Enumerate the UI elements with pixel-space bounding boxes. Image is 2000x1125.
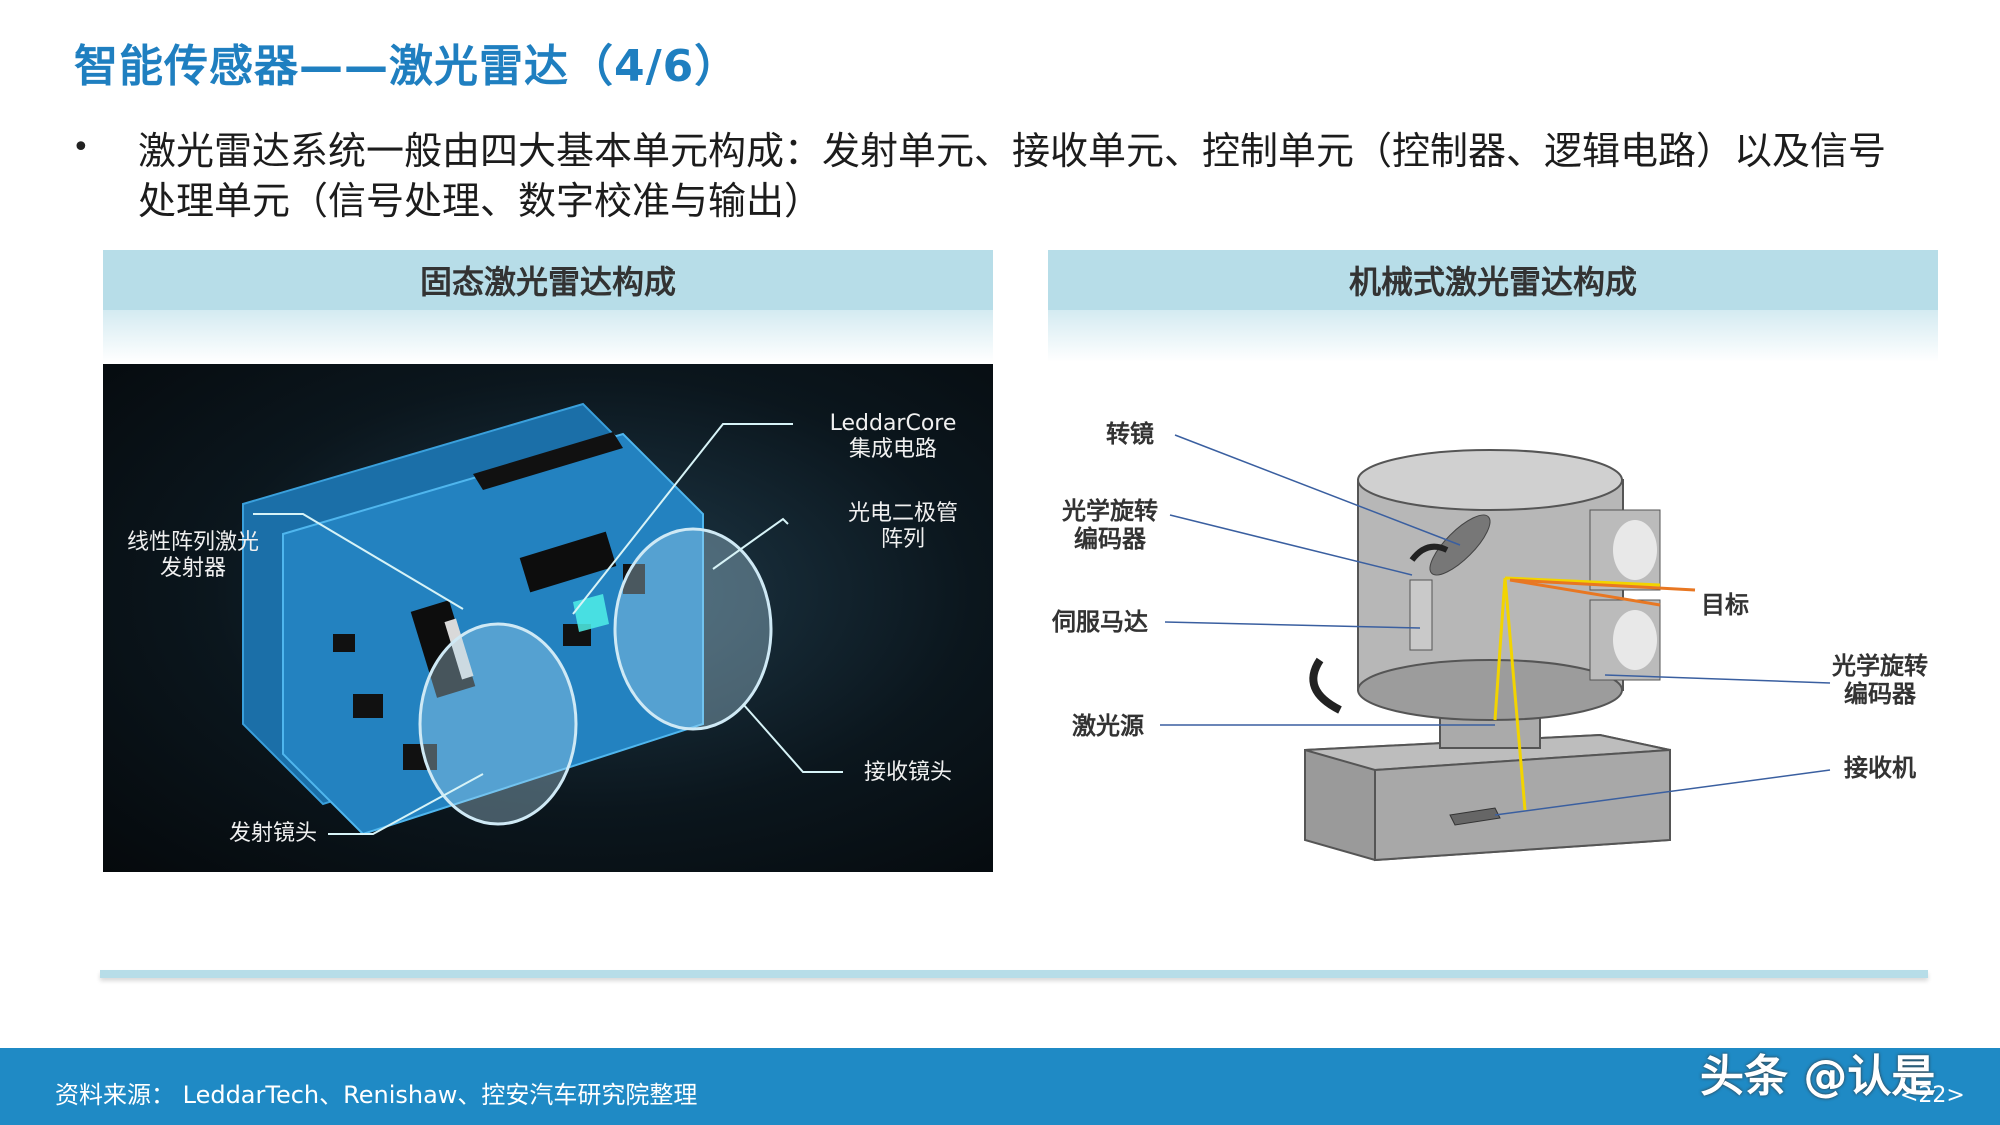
laser-source-label: 激光源 — [1072, 712, 1144, 740]
receiver-label: 接收机 — [1844, 754, 1916, 782]
solid-state-lidar-image: LeddarCore 集成电路 光电二极管 阵列 线性阵列激光 发射器 接收镜头… — [103, 364, 993, 872]
target-label: 目标 — [1701, 591, 1749, 619]
leddarcore-label-line1: LeddarCore — [829, 411, 957, 436]
laser-emitter-label-line1: 线性阵列激光 — [126, 530, 259, 555]
circuit-board-illustration — [242, 402, 843, 836]
optical-encoder-left-label: 光学旋转 编码器 — [1050, 497, 1170, 553]
photodiode-label-line2: 阵列 — [880, 527, 925, 552]
emit-lens-label: 发射镜头 — [228, 821, 317, 846]
mechanical-panel-title: 机械式激光雷达构成 — [1048, 250, 1938, 310]
servo-motor-label: 伺服马达 — [1052, 608, 1148, 636]
optical-encoder-left-line2: 编码器 — [1074, 525, 1146, 553]
mechanical-lidar-diagram: 转镜 光学旋转 编码器 伺服马达 激光源 目标 光学旋转 编码器 接收机 — [1040, 400, 1960, 870]
photodiode-label-line1: 光电二极管 — [847, 501, 958, 526]
optical-encoder-right-line1: 光学旋转 — [1832, 652, 1928, 680]
footer-bar — [0, 1048, 2000, 1125]
watermark: 头条 @认是 — [1700, 1051, 1936, 1102]
page-number: <22> — [1900, 1083, 1965, 1108]
panel-header-shadow — [1048, 310, 1938, 362]
bullet-item: • 激光雷达系统一般由四大基本单元构成：发射单元、接收单元、控制单元（控制器、逻… — [72, 126, 1912, 226]
optical-encoder-left-line1: 光学旋转 — [1062, 497, 1158, 525]
leddarcore-label: LeddarCore 集成电路 — [808, 411, 978, 463]
bullet-dot: • — [72, 130, 90, 165]
optical-encoder-right-label: 光学旋转 编码器 — [1820, 652, 1940, 708]
laser-emitter-label: 线性阵列激光 发射器 — [108, 530, 278, 582]
page-title: 智能传感器——激光雷达（4/6） — [74, 41, 740, 92]
bullet-text: 激光雷达系统一般由四大基本单元构成：发射单元、接收单元、控制单元（控制器、逻辑电… — [138, 129, 1887, 223]
mechanical-lidar-illustration — [1160, 434, 1831, 862]
solid-state-panel-title: 固态激光雷达构成 — [103, 250, 993, 310]
panel-header-shadow — [103, 310, 993, 362]
section-divider — [100, 970, 1928, 978]
laser-emitter-label-line2: 发射器 — [159, 556, 226, 581]
optical-encoder-right-line2: 编码器 — [1844, 680, 1916, 708]
footer-source: 资料来源： LeddarTech、Renishaw、控安汽车研究院整理 — [55, 1081, 698, 1109]
mirror-label: 转镜 — [1106, 420, 1154, 448]
receive-lens-label: 接收镜头 — [863, 760, 952, 785]
leddarcore-label-line2: 集成电路 — [848, 437, 937, 462]
photodiode-label: 光电二极管 阵列 — [833, 501, 973, 553]
